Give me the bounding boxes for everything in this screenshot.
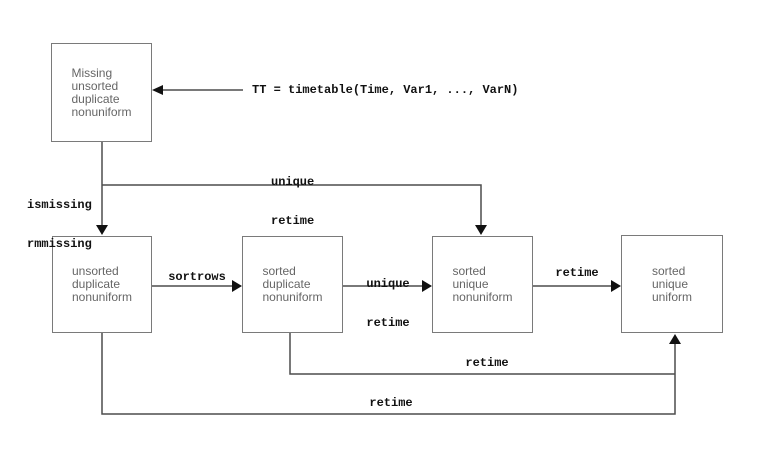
state-line: duplicate	[262, 277, 311, 291]
state-box-text: unsorted duplicate nonuniform	[72, 265, 132, 304]
ismissing-label: ismissing	[27, 198, 92, 212]
state-line: duplicate	[71, 277, 121, 291]
unique-retime-top-line	[102, 184, 482, 228]
state-line: nonuniform	[452, 290, 513, 304]
state-box-text: sorted duplicate nonuniform	[262, 265, 322, 304]
unique-label: unique	[271, 175, 315, 189]
sortrows-label: sortrows	[168, 270, 226, 284]
ismissing-rmmissing-label: ismissing rmmissing	[27, 173, 92, 277]
retime-paths-arrowhead-up-icon	[669, 334, 681, 344]
state-line: sorted	[452, 264, 486, 278]
retime-upper-path-label: retime	[465, 356, 509, 370]
retime-mid-arrowhead-right-icon	[611, 280, 621, 292]
state-box-text: sorted unique nonuniform	[452, 265, 512, 304]
state-line: sorted	[262, 264, 296, 278]
ismissing-arrowhead-down-icon	[96, 225, 108, 235]
unique-label: unique	[366, 277, 410, 291]
state-line: uniform	[651, 289, 692, 304]
constructor-code-label: TT = timetable(Time, Var1, ..., VarN)	[252, 83, 519, 97]
state-box-sorted-duplicate-nonuniform: sorted duplicate nonuniform	[242, 236, 343, 333]
retime-lower-path-label: retime	[369, 396, 413, 410]
unique-retime-mid-arrowhead-right-icon	[422, 280, 432, 292]
state-line: unique	[651, 276, 689, 291]
state-line: Missing	[71, 65, 113, 80]
state-line: nonuniform	[262, 290, 323, 304]
state-line: unsorted	[71, 264, 119, 278]
state-box-missing-unsorted-duplicate-nonuniform: Missing unsorted duplicate nonuniform	[51, 43, 152, 142]
state-line: duplicate	[71, 91, 120, 106]
state-box-text: sorted unique uniform	[651, 263, 692, 304]
state-box-sorted-unique-uniform: sorted unique uniform	[621, 235, 723, 333]
state-line: unique	[452, 277, 489, 291]
retime-mid-label: retime	[555, 266, 599, 280]
state-line: unsorted	[71, 78, 119, 93]
unique-retime-top-label: unique retime	[271, 150, 314, 254]
retime-label: retime	[366, 316, 410, 330]
state-line: nonuniform	[71, 290, 133, 304]
unique-retime-top-arrowhead-down-icon	[475, 225, 487, 235]
state-box-text: Missing unsorted duplicate nonuniform	[71, 65, 132, 119]
state-line: sorted	[651, 263, 686, 278]
rmmissing-label: rmmissing	[27, 237, 92, 251]
state-box-sorted-unique-nonuniform: sorted unique nonuniform	[432, 236, 533, 333]
unique-retime-mid-label: unique retime	[338, 252, 438, 356]
retime-lower-path-line	[101, 333, 676, 415]
retime-upper-path-line	[289, 333, 675, 375]
constructor-arrowhead-left-icon	[152, 85, 163, 95]
state-line: nonuniform	[71, 104, 132, 119]
sortrows-arrowhead-right-icon	[232, 280, 242, 292]
state-box-unsorted-duplicate-nonuniform: unsorted duplicate nonuniform	[52, 236, 152, 333]
retime-label: retime	[271, 214, 315, 228]
